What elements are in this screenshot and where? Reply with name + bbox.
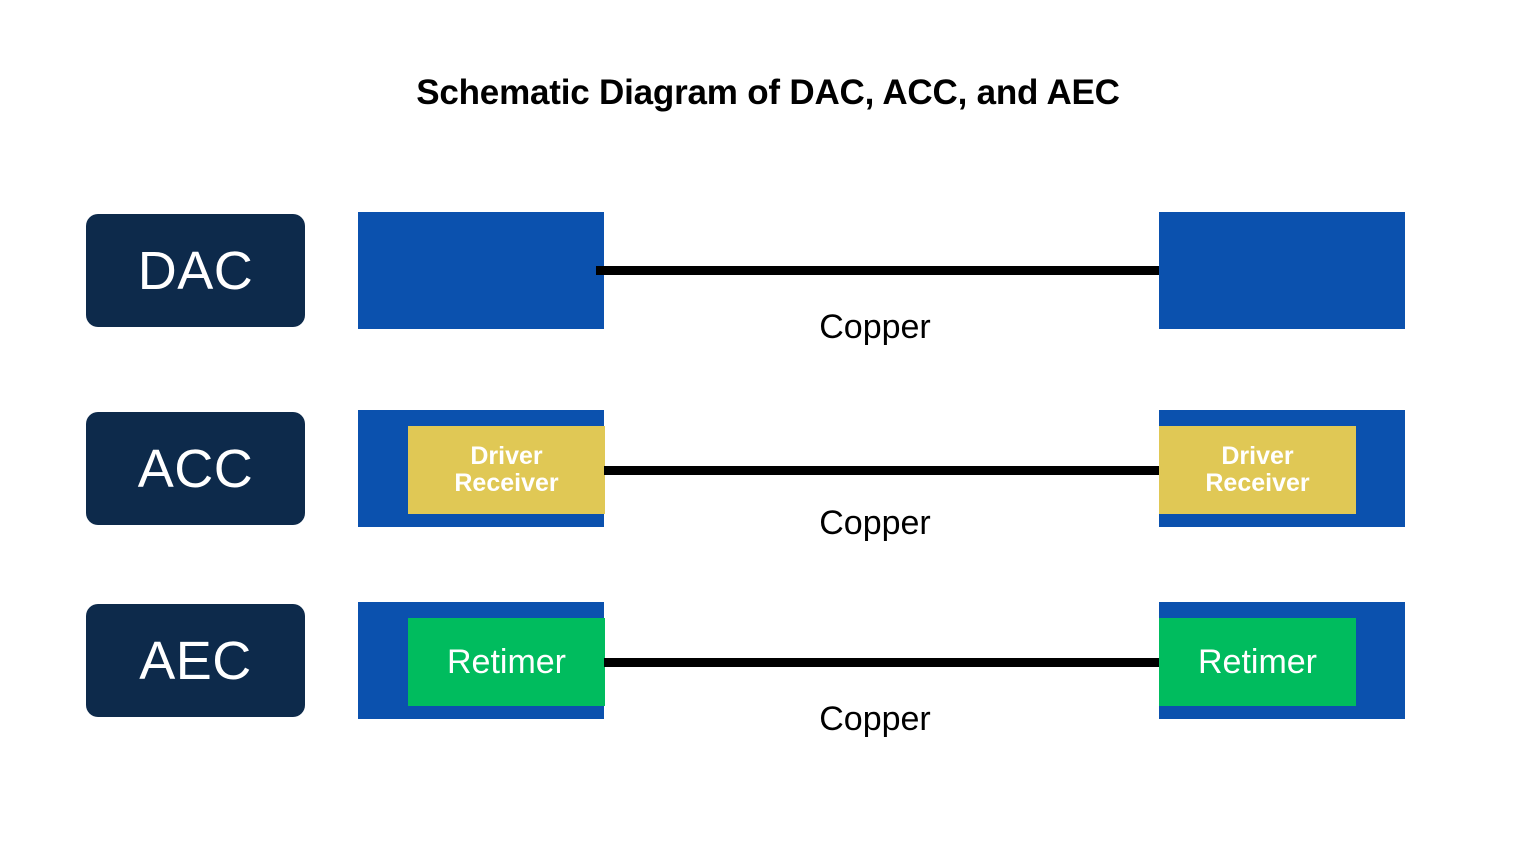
page-title: Schematic Diagram of DAC, ACC, and AEC	[416, 73, 1120, 112]
module-driver-receiver-right: Driver Receiver	[1159, 426, 1356, 514]
module-label-line2-right-acc: Receiver	[1205, 469, 1310, 497]
link-caption-aec: Copper	[819, 700, 931, 738]
row-label-chip-acc: ACC	[86, 412, 305, 525]
copper-connector-acc	[604, 466, 1164, 475]
endpoint-block-left-dac	[358, 212, 604, 329]
link-caption-acc: Copper	[819, 504, 931, 542]
module-label-line1-right-aec: Retimer	[1197, 642, 1318, 681]
row-label-text-aec: AEC	[139, 630, 252, 691]
module-retimer-right: Retimer	[1159, 618, 1356, 706]
module-label-line2-left-acc: Receiver	[454, 469, 559, 497]
link-caption-dac: Copper	[819, 308, 931, 346]
diagram-row-dac: DAC Copper	[0, 190, 1536, 350]
module-retimer-left: Retimer	[408, 618, 605, 706]
diagram-row-acc: ACC Driver Receiver Driver Receiver Copp…	[0, 388, 1536, 548]
row-label-text-dac: DAC	[137, 240, 254, 301]
module-label-line1-right-acc: Driver	[1221, 442, 1294, 470]
module-label-line1-left-aec: Retimer	[446, 642, 567, 681]
endpoint-block-right-dac	[1159, 212, 1405, 329]
module-driver-receiver-left: Driver Receiver	[408, 426, 605, 514]
module-label-line1-left-acc: Driver	[470, 442, 543, 470]
diagram-row-aec: AEC Retimer Retimer Copper	[0, 580, 1536, 740]
copper-connector-aec	[604, 658, 1164, 667]
row-label-chip-dac: DAC	[86, 214, 305, 327]
row-label-text-acc: ACC	[137, 438, 254, 499]
copper-connector-dac	[596, 266, 1164, 275]
row-label-chip-aec: AEC	[86, 604, 305, 717]
